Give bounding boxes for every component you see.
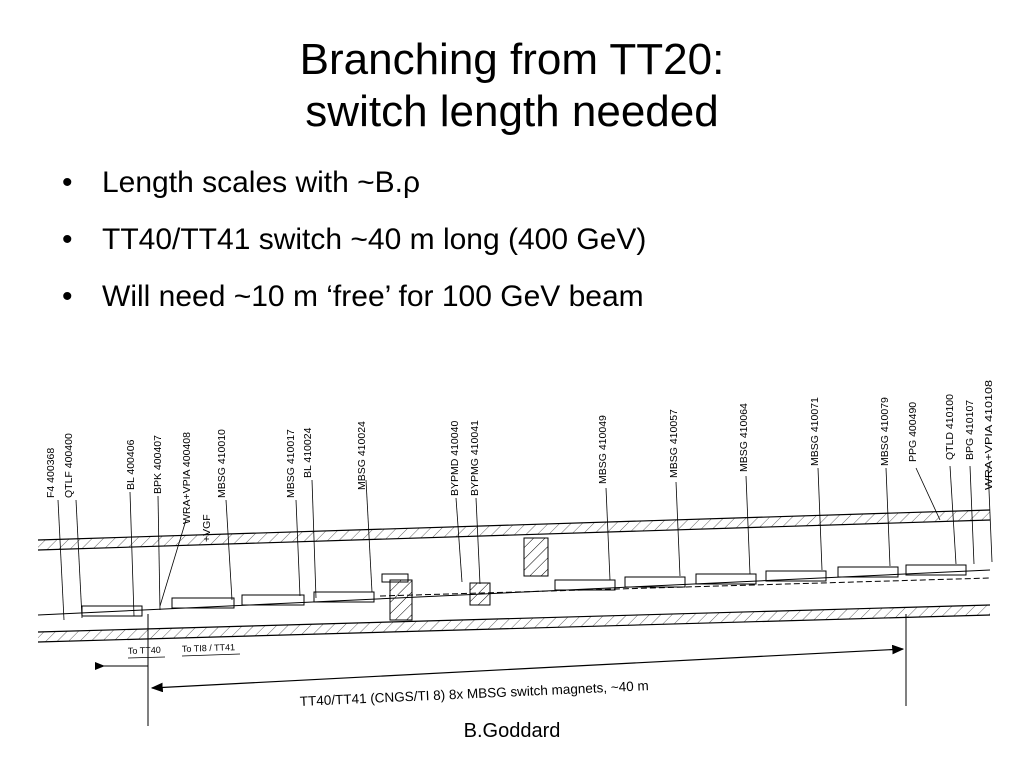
title-line-1: Branching from TT20: xyxy=(299,35,725,84)
tunnel-wall-lower xyxy=(37,604,991,643)
credit-author: B.Goddard xyxy=(463,720,561,742)
to-tt40-label: To TT40 xyxy=(128,645,161,656)
to-tt41-label: To TI8 / TT41 xyxy=(182,642,236,654)
direction-labels: To TT40 To TI8 / TT41 xyxy=(128,642,241,659)
bullet-item: Will need ~10 m ‘free’ for 100 GeV beam xyxy=(60,274,646,331)
element-label: MBSG 410049 xyxy=(597,415,609,484)
element-label: MBSG 410024 xyxy=(356,421,368,490)
bullet-list: Length scales with ~B.ρ TT40/TT41 switch… xyxy=(60,160,646,331)
title-line-2: switch length needed xyxy=(305,87,719,136)
element-label: MBSG 410057 xyxy=(668,409,680,478)
element-label: WRA+VPIA 400408 xyxy=(181,432,193,524)
element-label: +VGF xyxy=(201,514,213,542)
element-label: BYPMD 410040 xyxy=(449,421,461,496)
element-label: BPG 410107 xyxy=(964,400,976,460)
element-label: BL 410024 xyxy=(302,427,314,478)
bullet-item: TT40/TT41 switch ~40 m long (400 GeV) xyxy=(60,217,646,274)
slide-title: Branching from TT20: switch length neede… xyxy=(0,34,1024,138)
element-label: BL 400406 xyxy=(125,439,137,490)
element-label: WRA+VPIA 410108 xyxy=(983,380,995,490)
element-label: MBSG 410071 xyxy=(809,397,821,466)
element-label: PPG 400490 xyxy=(907,402,919,462)
magnet-row xyxy=(81,564,967,617)
dimension-arrow xyxy=(150,644,905,693)
element-label: MBSG 410010 xyxy=(216,429,228,498)
element-label: QTLF 400400 xyxy=(63,433,75,498)
element-label: MBSG 410064 xyxy=(738,403,750,472)
element-label: MBSG 410079 xyxy=(879,397,891,466)
hatched-blocks xyxy=(381,537,549,621)
element-label: MBSG 410017 xyxy=(285,429,297,498)
beamline-drawing: F4 400368 QTLF 400400 BL 400406 BPK 4004… xyxy=(37,380,995,726)
element-label: F4 400368 xyxy=(45,448,57,498)
bullet-item: Length scales with ~B.ρ xyxy=(60,160,646,217)
tunnel-wall-upper xyxy=(37,509,991,551)
leader-lines xyxy=(57,465,993,621)
element-label: BPK 400407 xyxy=(152,435,164,494)
element-label: BYPMG 410041 xyxy=(469,420,481,496)
dimension-caption: TT40/TT41 (CNGS/TI 8) 8x MBSG switch mag… xyxy=(299,678,649,709)
element-label: QTLD 410100 xyxy=(944,394,956,460)
